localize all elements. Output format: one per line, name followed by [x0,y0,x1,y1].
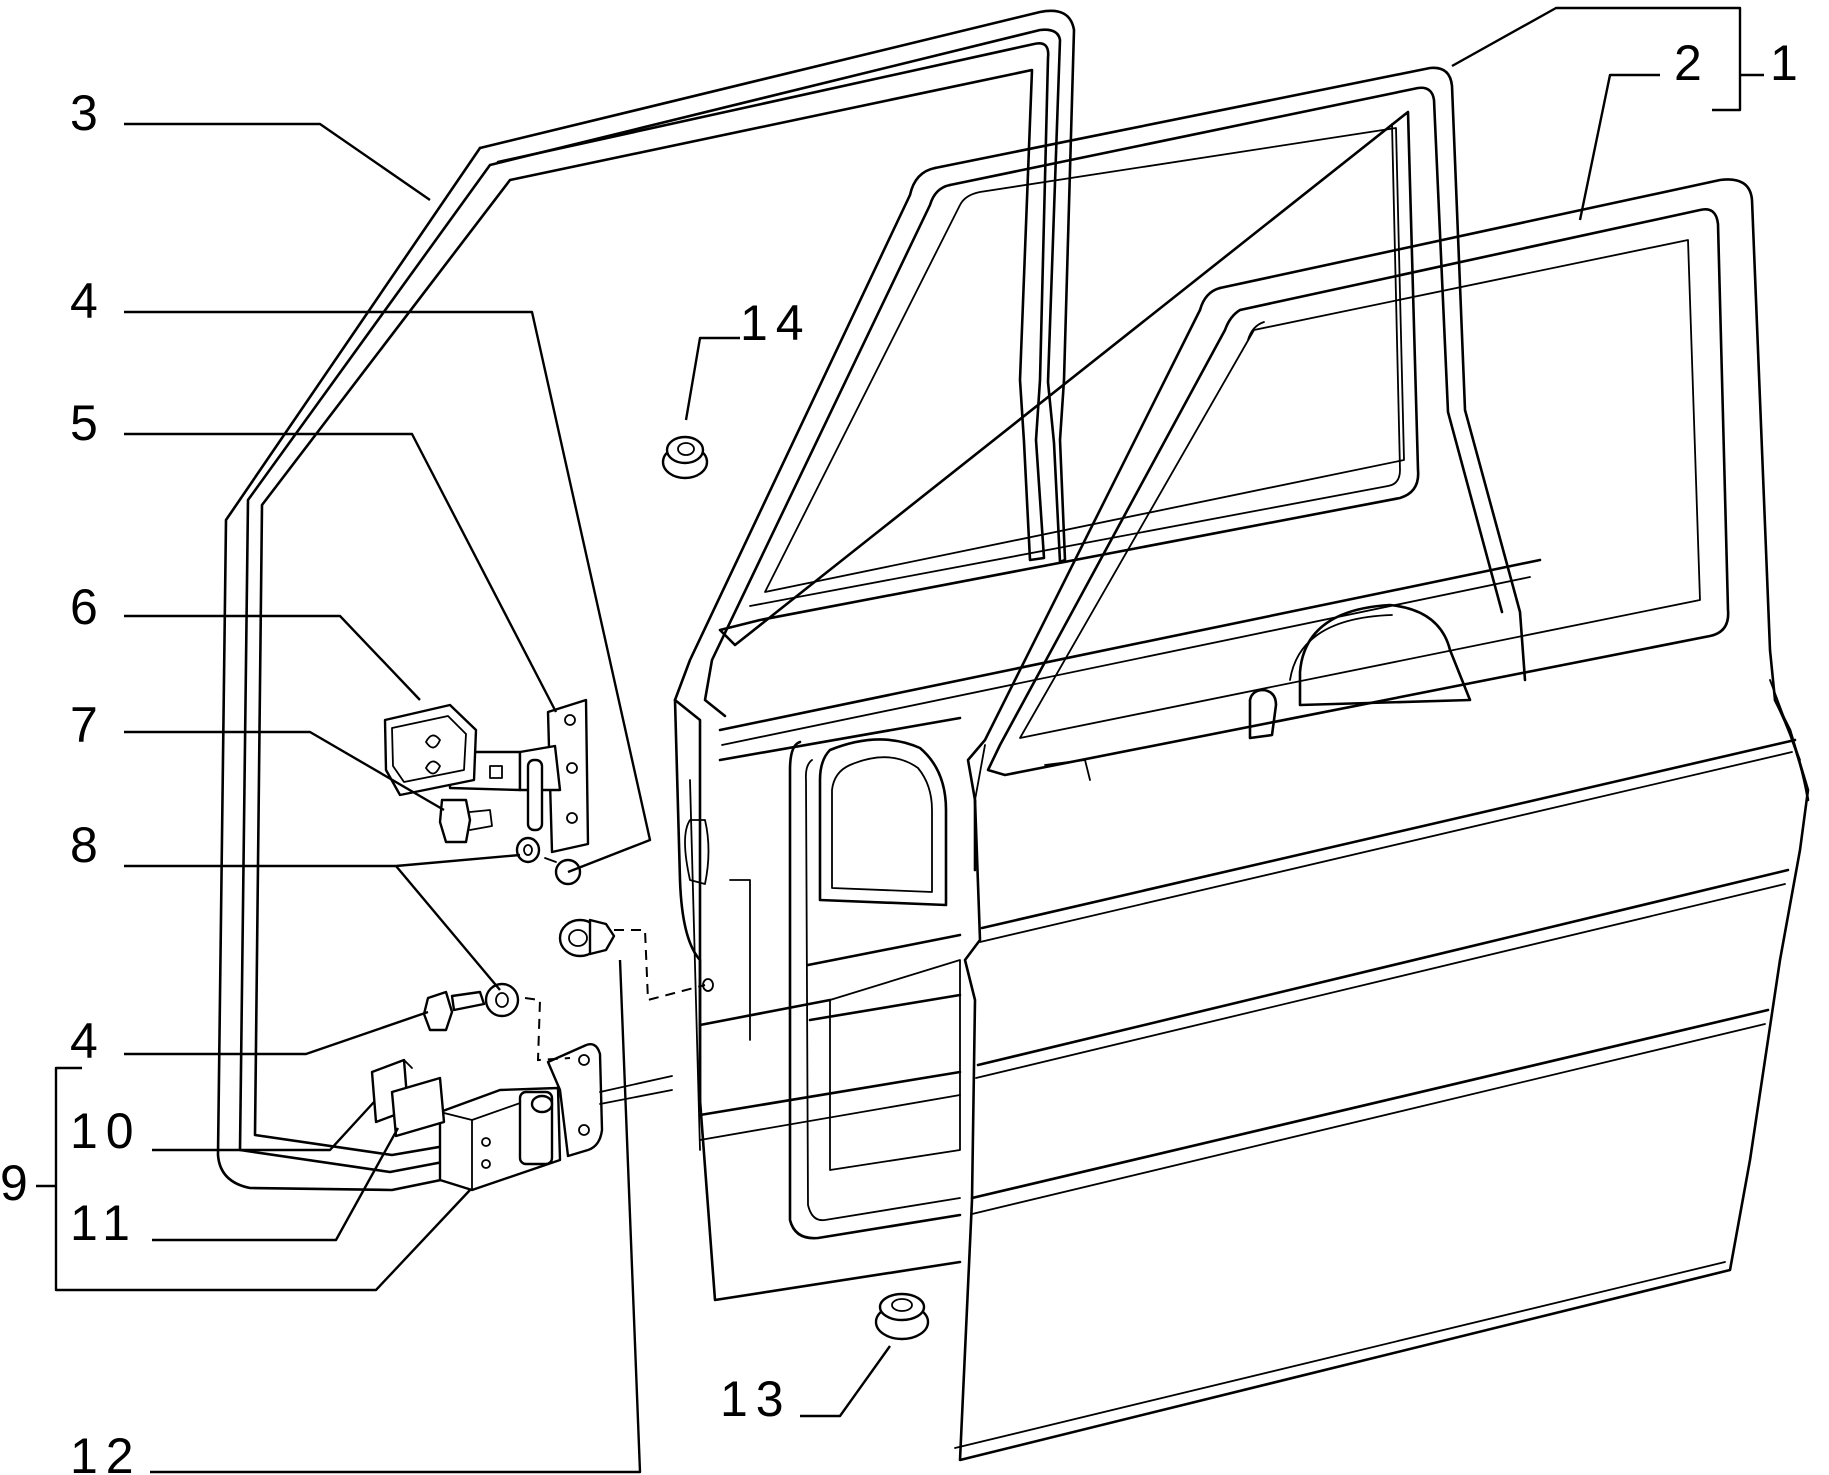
leader-8 [124,853,521,991]
callout-labels: 1 2 3 4 5 6 7 8 4 10 9 11 12 13 14 [0,35,1806,1475]
grommet-part-13 [874,1292,930,1341]
shim-part-11 [390,1076,446,1138]
callout-5: 5 [70,395,106,451]
assembly-line-bumper-to-door [614,929,706,1002]
leader-6 [124,614,421,701]
leader-11 [152,1127,400,1242]
leader-1 [1451,6,1714,68]
callout-14: 14 [740,295,812,351]
callout-6: 6 [70,579,106,635]
callout-13: 13 [720,1371,792,1427]
door-shell-part-1 [673,66,1542,1302]
leader-lines [36,6,1764,1474]
callout-1: 1 [1770,35,1806,91]
leader-10 [152,1101,375,1152]
leader-3 [124,122,431,201]
leader-14 [684,336,740,421]
door-outer-skin-part-2 [954,178,1810,1462]
leader-4-lower [124,1010,429,1056]
leader-12 [150,959,642,1474]
washer-part-8-lower [484,982,520,1018]
bolt-part-4-lower [422,990,486,1032]
callout-3: 3 [70,85,106,141]
leader-4-upper [124,310,652,874]
bolt-part-7 [438,798,493,844]
hinge-rod [599,1075,673,1105]
leader-1-2-bracket [1712,6,1764,112]
callout-11: 11 [70,1195,138,1251]
leader-2 [1578,73,1660,221]
callout-7: 7 [70,697,106,753]
grommet-part-14 [661,435,709,480]
screw-part-4-upper [544,857,582,886]
leader-9-bracket [36,1066,471,1292]
callout-9: 9 [0,1155,36,1211]
check-strap-bumper-part-12 [558,918,616,958]
assembly-line-washer-to-hinge [524,997,571,1062]
callout-2: 2 [1674,35,1710,91]
callout-4-lower: 4 [70,1013,106,1069]
callout-4-upper: 4 [70,273,106,329]
leader-13 [800,1345,891,1418]
callout-10: 10 [70,1103,142,1159]
leader-5 [124,432,558,713]
hinge-plate-part-6 [383,703,478,797]
hinge-lower-part-9 [438,1043,604,1192]
callout-12: 12 [70,1428,142,1475]
callout-8: 8 [70,817,106,873]
door-seal-part-3 [216,9,1076,1192]
leader-7 [124,730,445,812]
washer-part-8-upper [515,836,541,864]
